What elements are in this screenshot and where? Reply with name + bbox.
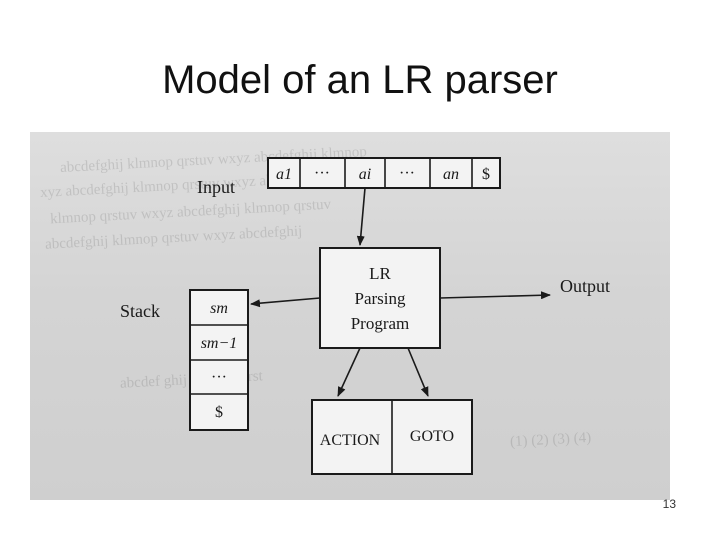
action-label: ACTION (320, 432, 381, 449)
program-line-2: Parsing (355, 289, 407, 308)
slide-number: 13 (662, 497, 676, 511)
program-line-1: LR (369, 264, 391, 283)
program-to-action-arrow (337, 347, 361, 397)
goto-label: GOTO (410, 428, 454, 445)
input-cell-an: an (443, 166, 459, 183)
scanned-figure: abcdefghij klmnop qrstuv wxyz abcdefghij… (30, 132, 670, 500)
stack-cell-sm: sm (210, 300, 228, 317)
slide-title: Model of an LR parser (162, 58, 558, 102)
stack: sm sm−1 ··· $ (189, 289, 249, 431)
stack-cell-sm-1: sm−1 (201, 335, 238, 352)
input-cell-a1: a1 (276, 166, 292, 183)
input-cell-end: $ (482, 166, 490, 183)
program-to-goto-arrow (407, 347, 429, 397)
lr-parser-diagram: Input a1 ··· ai ··· an $ LR Parsing Prog… (120, 157, 610, 475)
program-to-stack-arrow (250, 297, 321, 308)
output-label: Output (560, 276, 610, 296)
program-line-3: Program (351, 314, 410, 333)
stack-cell-bottom: $ (215, 404, 223, 421)
input-cell-dots-1: ··· (314, 165, 330, 182)
lr-parsing-program: LR Parsing Program (319, 247, 441, 349)
input-cell-ai: ai (359, 166, 371, 183)
input-to-program-arrow (356, 187, 366, 246)
stack-cell-dots: ··· (211, 369, 227, 386)
stack-label: Stack (120, 301, 160, 321)
input-cell-dots-2: ··· (399, 165, 415, 182)
parsing-table: ACTION GOTO (311, 399, 473, 475)
program-to-output-arrow (439, 291, 551, 300)
input-tape: a1 ··· ai ··· an $ (267, 157, 501, 189)
input-label: Input (197, 177, 235, 197)
